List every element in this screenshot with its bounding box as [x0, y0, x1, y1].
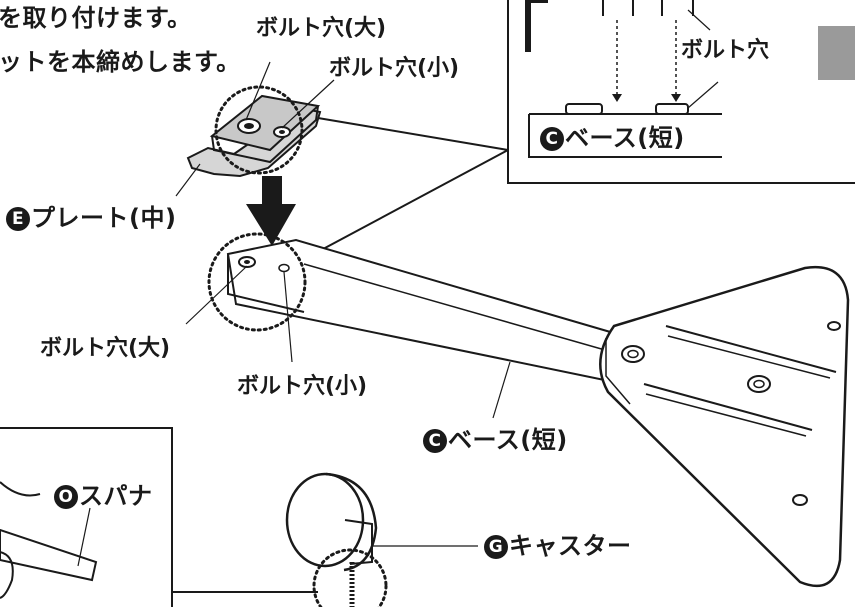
label-bolt-hole-small-bottom: ボルト穴(小) [237, 374, 368, 399]
part-c-badge-2: C [423, 429, 447, 453]
label-bolt-hole-large-bottom: ボルト穴(大) [40, 336, 171, 361]
part-o-badge: O [54, 485, 78, 509]
base-c [185, 232, 850, 588]
insert-arrow [246, 176, 296, 246]
label-bolt-hole-large-top: ボルト穴(大) [256, 16, 387, 41]
part-g-badge: G [484, 535, 508, 559]
caster-g [285, 472, 478, 607]
detail-inset [507, 0, 855, 184]
part-e-badge: E [6, 207, 30, 231]
instruction-line-2: ットを本締めします。 [0, 48, 241, 76]
label-bolt-hole-small-top: ボルト穴(小) [329, 56, 460, 81]
label-bolt-hole-inset: ボルト穴 [681, 38, 770, 63]
spanner-inset [0, 427, 318, 607]
part-c-badge: C [540, 127, 564, 151]
plate-e [175, 61, 335, 197]
instruction-line-1: を取り付けます。 [0, 4, 192, 32]
